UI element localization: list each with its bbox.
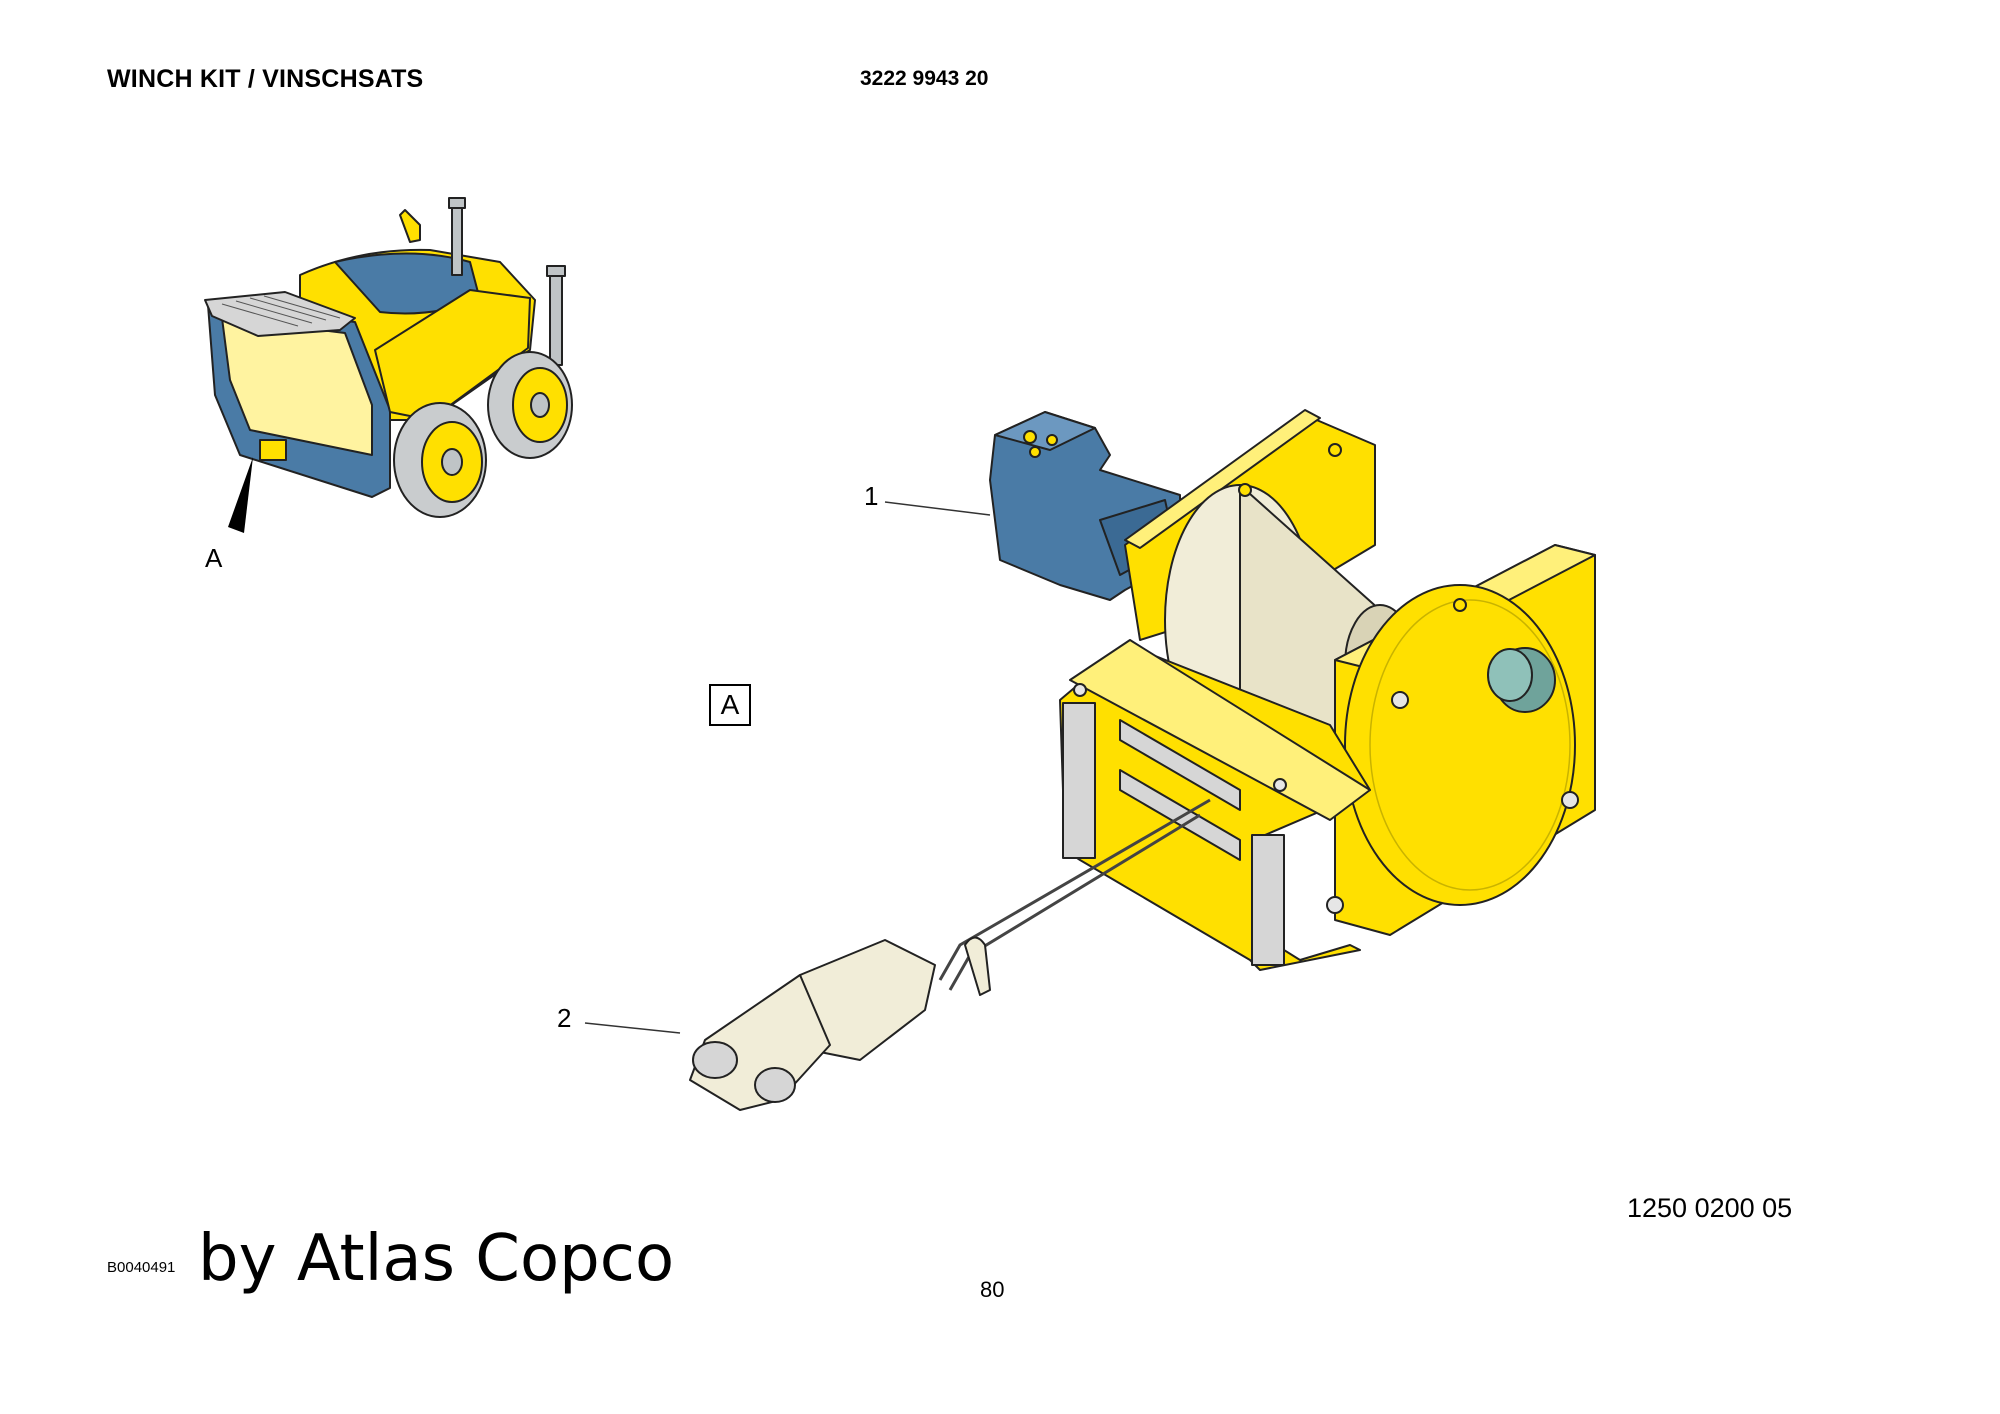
page-number: 80 (980, 1277, 1005, 1302)
detail-pointer-arrow (228, 457, 253, 533)
callout-1-leader (884, 501, 991, 516)
drawing-number: 1250 0200 05 (1627, 1193, 1793, 1223)
machine-overview (204, 197, 573, 518)
clevis-hook (689, 936, 991, 1111)
watermark-text: by Atlas Copco (198, 1222, 675, 1296)
overview-label-a: A (205, 543, 223, 573)
callout-2: 2 (557, 1003, 572, 1033)
detail-label-a: A (709, 684, 751, 726)
callout-2-leader (584, 1022, 681, 1034)
page-title: WINCH KIT / VINSCHSATS (107, 65, 424, 93)
image-id: B0040491 (107, 1259, 176, 1276)
part-number: 3222 9943 20 (860, 67, 989, 90)
winch-assembly (989, 409, 1596, 971)
callout-1: 1 (864, 481, 879, 511)
